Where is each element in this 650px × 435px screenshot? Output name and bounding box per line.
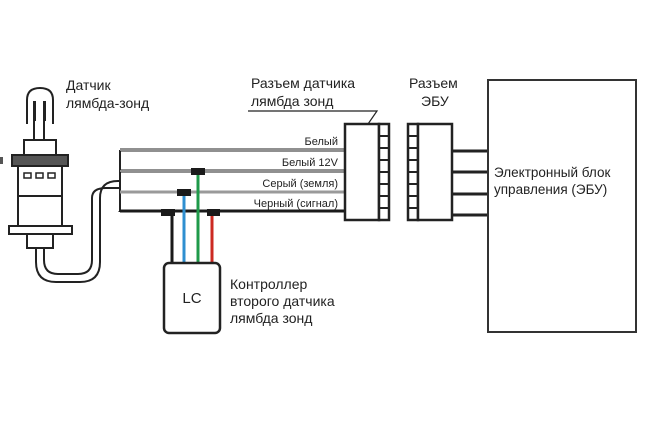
- ecu-connector-label: Разъем ЭБУ: [409, 75, 458, 109]
- lc-wires: [118, 168, 220, 262]
- sensor-label: Датчик лямбда-зонд: [66, 77, 149, 111]
- sensor-tip: [26, 86, 54, 124]
- sensor-connector-label: Разъем датчика лямбда зонд: [248, 75, 379, 125]
- controller-label: Контроллер второго датчика лямбда зонд: [230, 276, 335, 326]
- lc-wire-black: [168, 211, 174, 262]
- sensor-hex-nut: [11, 154, 69, 167]
- lambda-sensor: [0, 86, 73, 249]
- sensor-flange: [8, 225, 73, 235]
- svg-text:лямбда-зонд: лямбда-зонд: [66, 95, 149, 111]
- ecu-box: Электронный блок управления (ЭБУ): [487, 79, 637, 333]
- wire-label-white-12v: Белый 12V: [282, 157, 339, 169]
- splice-clip: [161, 209, 175, 216]
- svg-text:управления (ЭБУ): управления (ЭБУ): [494, 182, 607, 197]
- wire-labels: Белый Белый 12V Серый (земля) Черный (си…: [254, 136, 339, 210]
- ecu-leads: [452, 149, 488, 217]
- sensor-neck: [23, 139, 57, 157]
- svg-text:лямбда зонд: лямбда зонд: [251, 93, 333, 109]
- splice-clip: [207, 209, 220, 216]
- wire-label-grey: Серый (земля): [262, 178, 338, 190]
- wire-label-black: Черный (сигнал): [254, 198, 338, 210]
- ecu-connector: [406, 122, 454, 222]
- lc-controller-box: LC: [162, 261, 222, 335]
- sensor-body-upper: [17, 165, 63, 197]
- svg-text:Разъем: Разъем: [409, 75, 458, 91]
- svg-text:ЭБУ: ЭБУ: [421, 93, 449, 109]
- svg-text:лямбда зонд: лямбда зонд: [230, 310, 312, 326]
- sensor-tail: [26, 233, 54, 249]
- svg-text:Датчик: Датчик: [66, 77, 111, 93]
- sensor-connector: [343, 122, 391, 222]
- wire-label-white: Белый: [305, 136, 338, 148]
- splice-clip: [191, 168, 205, 175]
- svg-text:второго датчика: второго датчика: [230, 293, 335, 309]
- sensor-body-lower: [17, 195, 63, 227]
- lc-box-label: LC: [182, 290, 201, 307]
- harness: [119, 148, 345, 213]
- sensor-cable: [35, 180, 120, 283]
- splice-clip: [177, 189, 191, 196]
- svg-text:Разъем датчика: Разъем датчика: [251, 75, 355, 91]
- svg-text:Контроллер: Контроллер: [230, 276, 307, 292]
- svg-text:Электронный блок: Электронный блок: [494, 165, 610, 180]
